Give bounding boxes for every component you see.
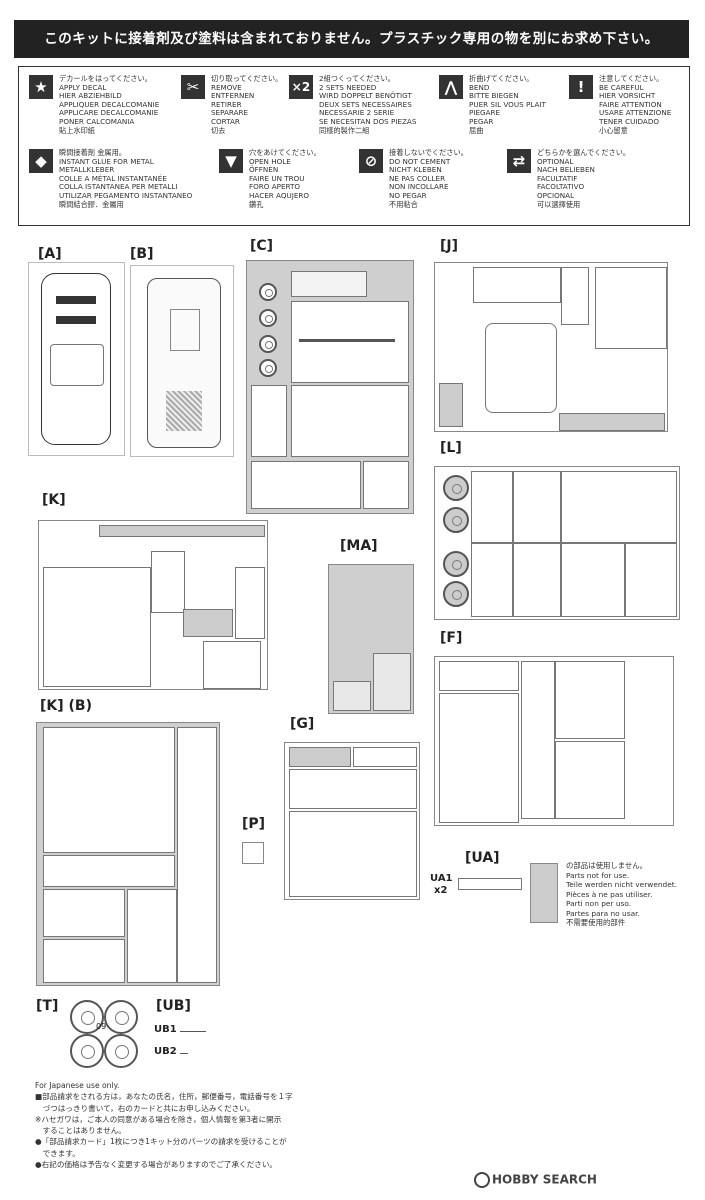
caution-icon: ! <box>569 75 593 99</box>
star-icon: ★ <box>29 75 53 99</box>
ub2-label: UB2 <box>154 1046 177 1057</box>
ub1-part <box>180 1031 206 1032</box>
cut-icon: ✂ <box>181 75 205 99</box>
section-label-p: [P] <box>242 816 266 832</box>
unused-parts-notice: の部品は使用しません。 Parts not for use. Teile wer… <box>530 861 680 927</box>
section-label-k: [K] <box>42 492 66 508</box>
sprue-a-frame <box>28 262 125 456</box>
glue-icon: ◆ <box>29 149 53 173</box>
tire-part <box>70 1034 104 1068</box>
sprue-b-frame <box>130 265 234 457</box>
optional-icon: ⇄ <box>507 149 531 173</box>
section-label-l: [L] <box>440 440 462 456</box>
japanese-parts-request-note: For Japanese use only. ■部品請求をされる方は，あなたの氏… <box>35 1081 293 1170</box>
chassis-part <box>147 278 221 448</box>
sprue-c-frame <box>246 260 414 514</box>
section-label-b: [B] <box>130 246 154 262</box>
section-label-ua: [UA] <box>465 850 500 866</box>
sprue-f-frame <box>434 656 674 826</box>
sprue-k-frame <box>38 520 268 690</box>
sprue-l-frame <box>434 466 680 620</box>
no-glue-notice-banner: このキットに接着剤及び塗料は含まれておりません。プラスチック専用の物を別にお求め… <box>14 20 689 58</box>
section-label-f: [F] <box>440 630 463 646</box>
section-label-g: [G] <box>290 716 315 732</box>
sprue-p-frame <box>242 842 264 864</box>
section-label-c: [C] <box>250 238 274 254</box>
body-shell-part <box>41 273 111 445</box>
sprue-g-frame <box>284 742 420 900</box>
symbol-legend: ★デカールをはってください。 APPLY DECAL HIER ABZIEHBI… <box>18 66 690 226</box>
no-cement-icon: ⊘ <box>359 149 383 173</box>
tire-part <box>70 1000 104 1034</box>
x2-icon: ×2 <box>289 75 313 99</box>
ua1-label: UA1 <box>430 873 453 884</box>
sprue-ma-frame <box>328 564 414 714</box>
unused-parts-swatch <box>530 863 558 923</box>
section-label-kb: [K] (B) <box>40 698 92 714</box>
ua1-quantity: x2 <box>434 885 448 896</box>
bend-icon: ⋀ <box>439 75 463 99</box>
tire-part <box>104 1034 138 1068</box>
section-label-ma: [MA] <box>340 538 378 554</box>
section-label-j: [J] <box>440 238 459 254</box>
sprue-j-frame <box>434 262 668 432</box>
ua1-part <box>458 878 522 890</box>
logo-circle-icon <box>474 1172 490 1188</box>
hobby-search-logo: HOBBY SEARCH <box>474 1172 597 1188</box>
ub1-label: UB1 <box>154 1024 177 1035</box>
section-label-a: [A] <box>38 246 62 262</box>
section-label-t: [T] <box>36 998 59 1014</box>
drill-icon: ▼ <box>219 149 243 173</box>
tire-part <box>104 1000 138 1034</box>
tire-part-number: 09 <box>96 1022 107 1031</box>
ub2-part <box>180 1053 188 1054</box>
sprue-kb-frame <box>36 722 220 986</box>
section-label-ub: [UB] <box>156 998 191 1014</box>
